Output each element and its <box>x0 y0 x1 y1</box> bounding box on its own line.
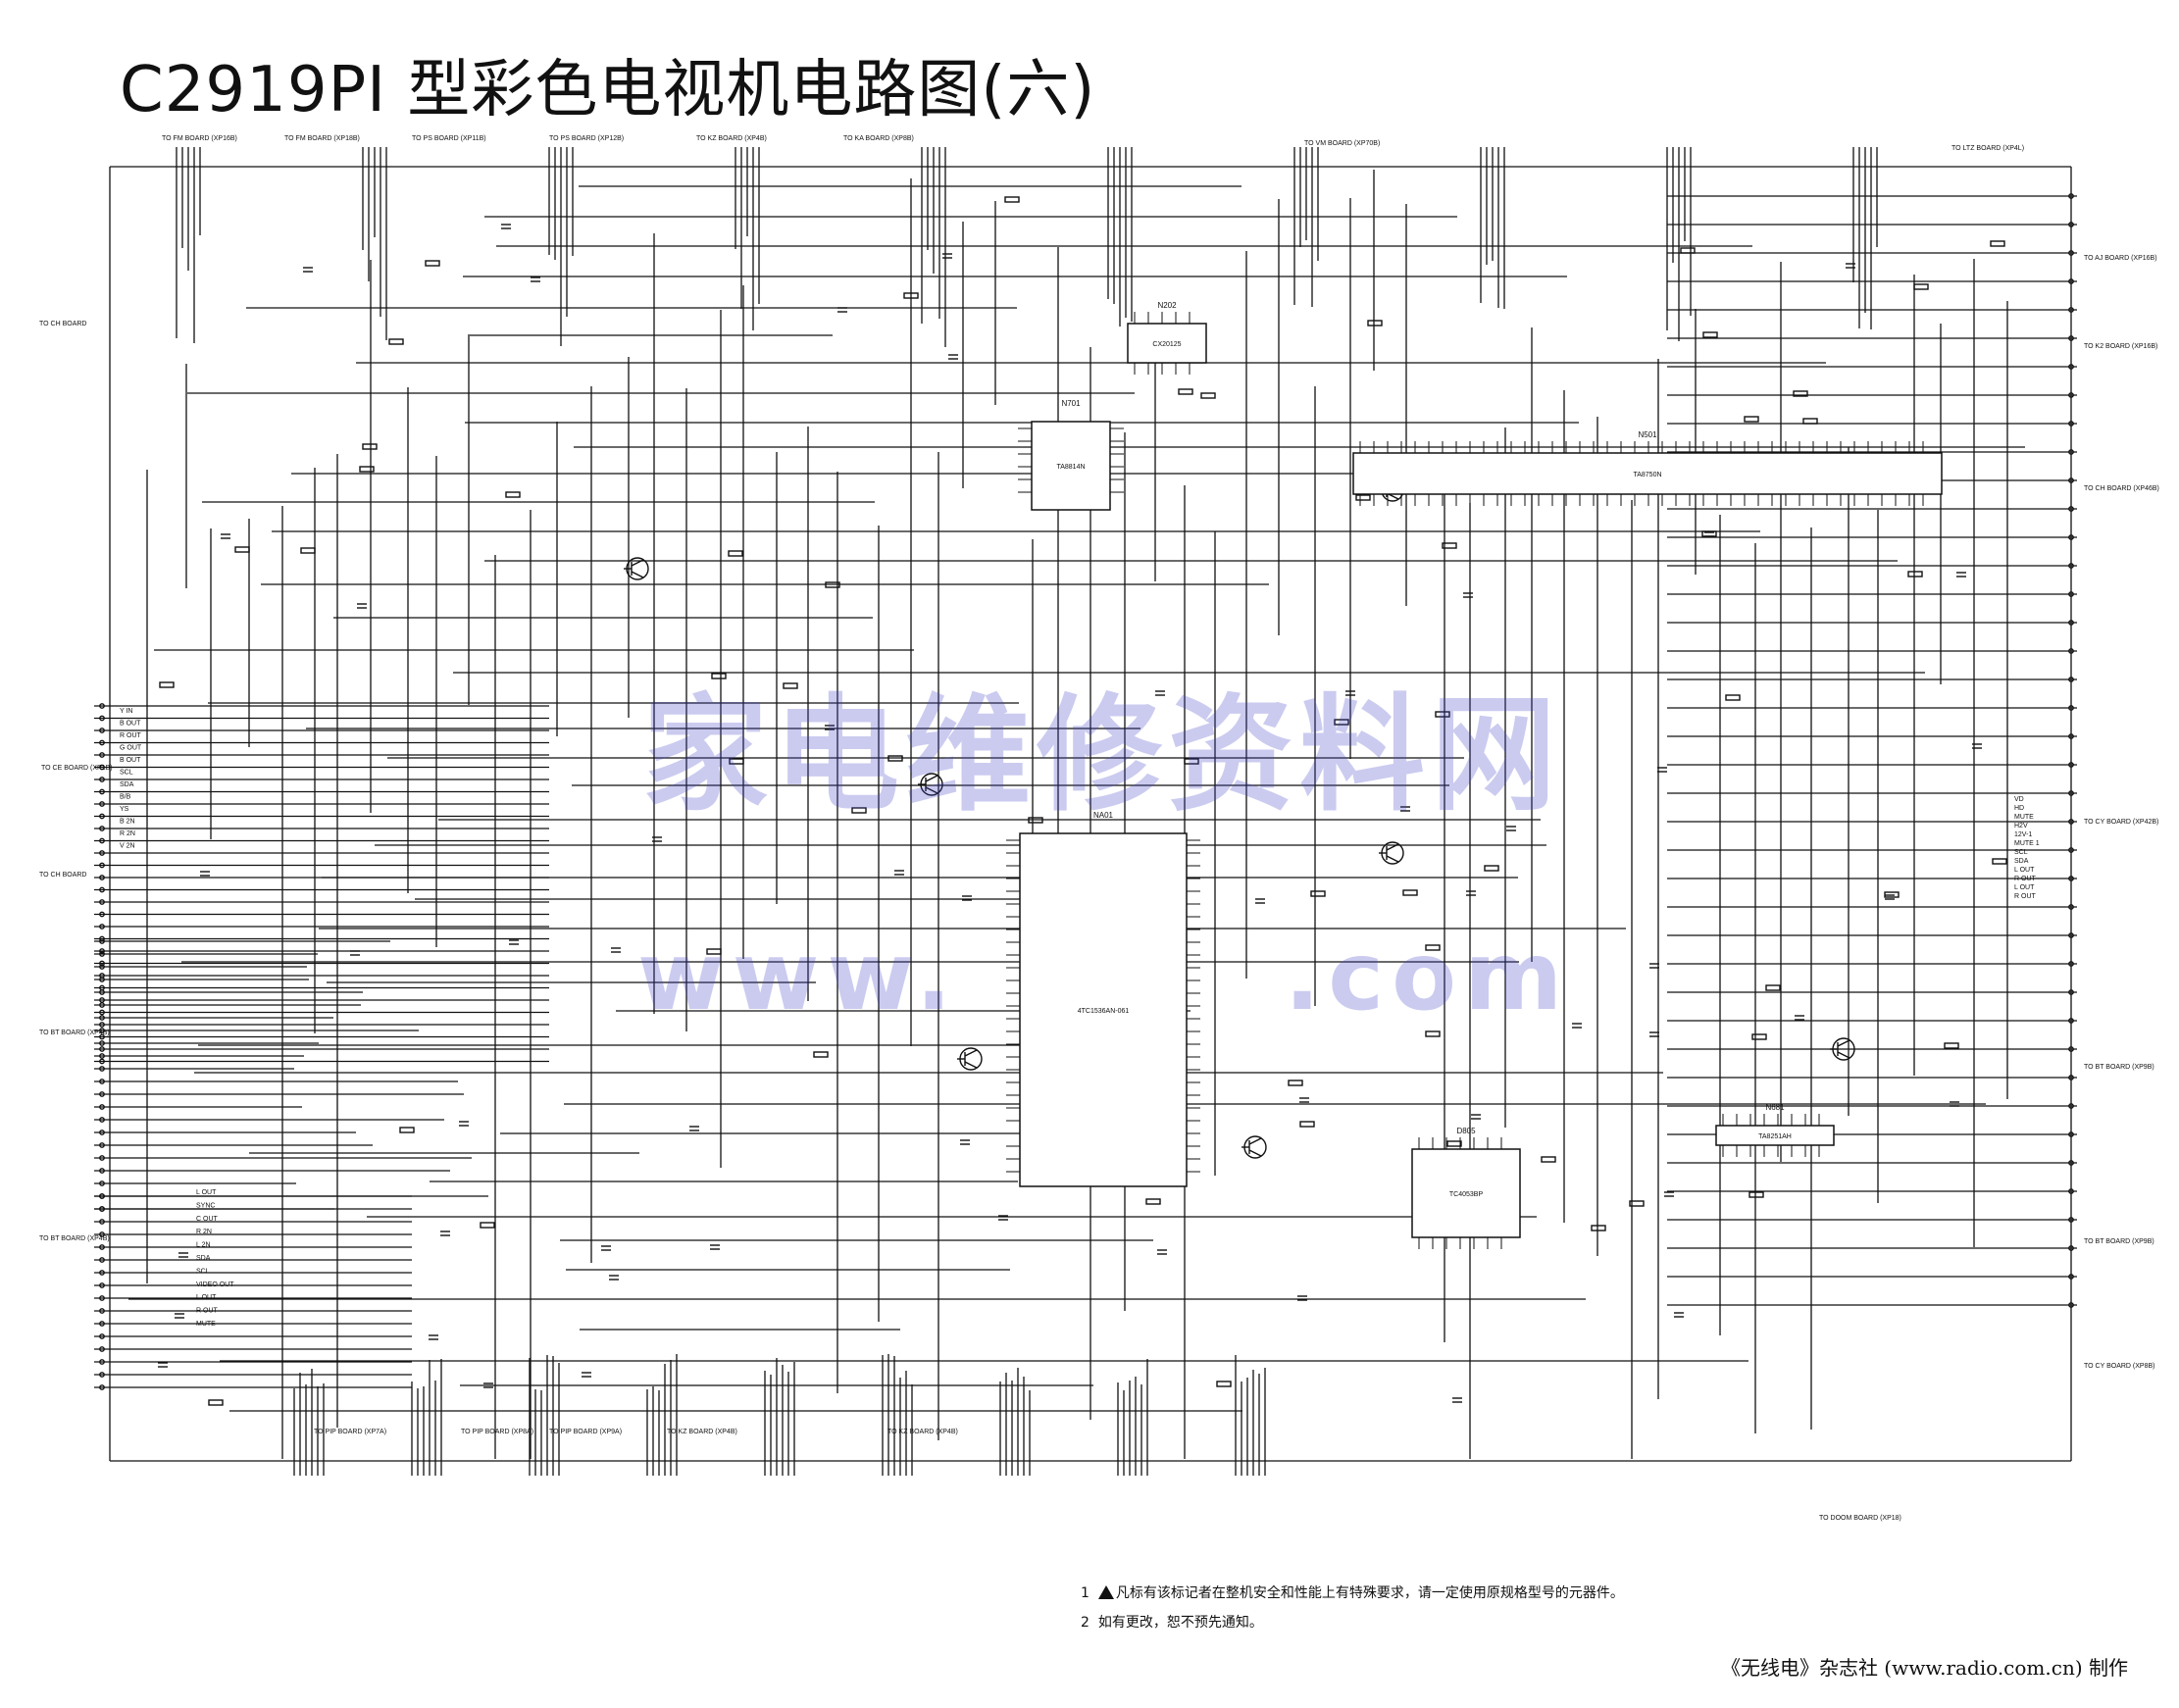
chip-part: CX20125 <box>1152 341 1181 348</box>
pin-label: R OUT <box>2014 893 2037 900</box>
connector-label: TO FM BOARD (XP16B) <box>162 135 237 142</box>
connector-label: TO DOOM BOARD (XP18) <box>1819 1515 1901 1522</box>
pin-label: R OUT <box>120 732 142 739</box>
connector-label: TO CH BOARD (XP46B) <box>2084 485 2159 492</box>
chip-ref: N202 <box>1157 301 1177 310</box>
connector-label: TO FM BOARD (XP18B) <box>284 135 360 142</box>
chip-ref: N501 <box>1638 430 1657 439</box>
publisher-credit: 《无线电》杂志社 (www.radio.com.cn) 制作 <box>1720 1656 2128 1680</box>
pin-label: SCL <box>120 770 133 777</box>
pin-label: MUTE 1 <box>2014 840 2040 847</box>
pin-label: L 2N <box>196 1242 211 1249</box>
pin-label: SYNC <box>196 1202 215 1209</box>
connector-label: TO BT BOARD (XP4B) <box>39 1235 110 1242</box>
pin-label: SDA <box>2014 858 2029 865</box>
pin-label: SDA <box>120 781 134 788</box>
pin-label: VD <box>2014 796 2024 803</box>
net-labels: TO FM BOARD (XP16B) TO FM BOARD (XP18B) TO… <box>39 135 2159 1522</box>
chip-ref: NA01 <box>1093 811 1114 820</box>
connector-label: TO CY BOARD (XP42B) <box>2084 819 2158 826</box>
connector-label: TO CH BOARD <box>39 321 87 327</box>
connector-label: TO KA BOARD (XP8B) <box>843 135 914 142</box>
connector-label: TO PIP BOARD (XP7A) <box>314 1429 386 1435</box>
connector-label: TO KZ BOARD (XP4B) <box>887 1429 958 1435</box>
chip-ref: D805 <box>1456 1127 1476 1135</box>
pin-label: R OUT <box>2014 876 2037 882</box>
chip-part: TC4053BP <box>1449 1191 1484 1198</box>
pin-label: L OUT <box>2014 867 2035 874</box>
pin-label: L OUT <box>2014 884 2035 891</box>
pin-label: HD <box>2014 805 2024 812</box>
connector-label: TO PIP BOARD (XP8A) <box>461 1429 533 1435</box>
warning-triangle-icon <box>1097 1585 1114 1599</box>
pin-label: L OUT <box>196 1294 217 1301</box>
pin-label: SCL <box>196 1268 210 1275</box>
pin-label: B/B <box>120 794 131 801</box>
pin-label: B OUT <box>120 721 141 728</box>
connector-label: TO PIP BOARD (XP9A) <box>549 1429 622 1435</box>
pin-label: MUTE <box>196 1321 216 1328</box>
page-title: C2919PI 型彩色电视机电路图(六) <box>120 54 1096 126</box>
note-2: 2 如有更改，恕不预先通知。 <box>1081 1608 1624 1637</box>
pin-label: C OUT <box>196 1216 219 1223</box>
pin-label: G OUT <box>120 745 142 752</box>
chip-part: TA8251AH <box>1758 1133 1792 1140</box>
note-1-text: 凡标有该标记者在整机安全和性能上有特殊要求，请一定使用原规格型号的元器件。 <box>1115 1585 1624 1601</box>
pin-label: R 2N <box>120 830 135 837</box>
chip-part: TA8814N <box>1056 464 1085 471</box>
pin-label: R OUT <box>196 1308 219 1315</box>
pin-label: L OUT <box>196 1189 217 1196</box>
pin-label: SCL <box>2014 849 2028 856</box>
pin-label: R 2N <box>196 1229 212 1235</box>
connector-label: TO CY BOARD (XP8B) <box>2084 1363 2154 1370</box>
connector-label: TO BT BOARD (XP4B) <box>39 1030 110 1036</box>
note-1-number: 1 <box>1081 1585 1090 1601</box>
connector-label: TO LTZ BOARD (XP4L) <box>1951 145 2024 152</box>
connector-label: TO AJ BOARD (XP16B) <box>2084 255 2157 262</box>
pin-label: MUTE <box>2014 814 2034 821</box>
pin-label: V 2N <box>120 843 135 850</box>
pin-label: Y IN <box>120 708 133 715</box>
pin-label: VIDEO OUT <box>196 1281 234 1288</box>
notes: 1 凡标有该标记者在整机安全和性能上有特殊要求，请一定使用原规格型号的元器件。 … <box>1081 1579 1624 1637</box>
connector-label: TO BT BOARD (XP9B) <box>2084 1238 2154 1245</box>
ic-chip: NA01 4TC1536AN-061 <box>1006 811 1200 1187</box>
pin-label: YS <box>120 806 129 813</box>
connector-label: TO BT BOARD (XP9B) <box>2084 1064 2154 1071</box>
connector-label: TO KZ BOARD (XP4B) <box>696 135 767 142</box>
connector-label: TO VM BOARD (XP70B) <box>1304 140 1380 147</box>
connector-label: TO PS BOARD (XP11B) <box>412 135 486 142</box>
connector-label: TO CH BOARD <box>39 872 87 879</box>
note-1: 1 凡标有该标记者在整机安全和性能上有特殊要求，请一定使用原规格型号的元器件。 <box>1081 1579 1624 1608</box>
connector-label: TO K2 BOARD (XP16B) <box>2084 343 2157 350</box>
pin-label: SDA <box>196 1255 211 1262</box>
connector-label: TO CE BOARD (XP1B) <box>41 765 113 772</box>
connector-label: TO KZ BOARD (XP4B) <box>667 1429 737 1435</box>
wiring <box>94 147 2077 1476</box>
components <box>99 193 2074 1406</box>
note-2-text: 如有更改，恕不预先通知。 <box>1097 1615 1263 1631</box>
pin-label: B OUT <box>120 757 141 764</box>
pin-label: 12V-1 <box>2014 831 2032 838</box>
pin-label: H2V <box>2014 823 2028 829</box>
chip-part: 4TC1536AN-061 <box>1078 1008 1130 1015</box>
note-2-number: 2 <box>1081 1615 1090 1631</box>
chip-ref: N681 <box>1765 1103 1785 1112</box>
pin-label: B 2N <box>120 819 135 826</box>
connector-label: TO PS BOARD (XP12B) <box>549 135 624 142</box>
chip-ref: N701 <box>1061 399 1081 408</box>
chip-part: TA8750N <box>1633 472 1661 478</box>
